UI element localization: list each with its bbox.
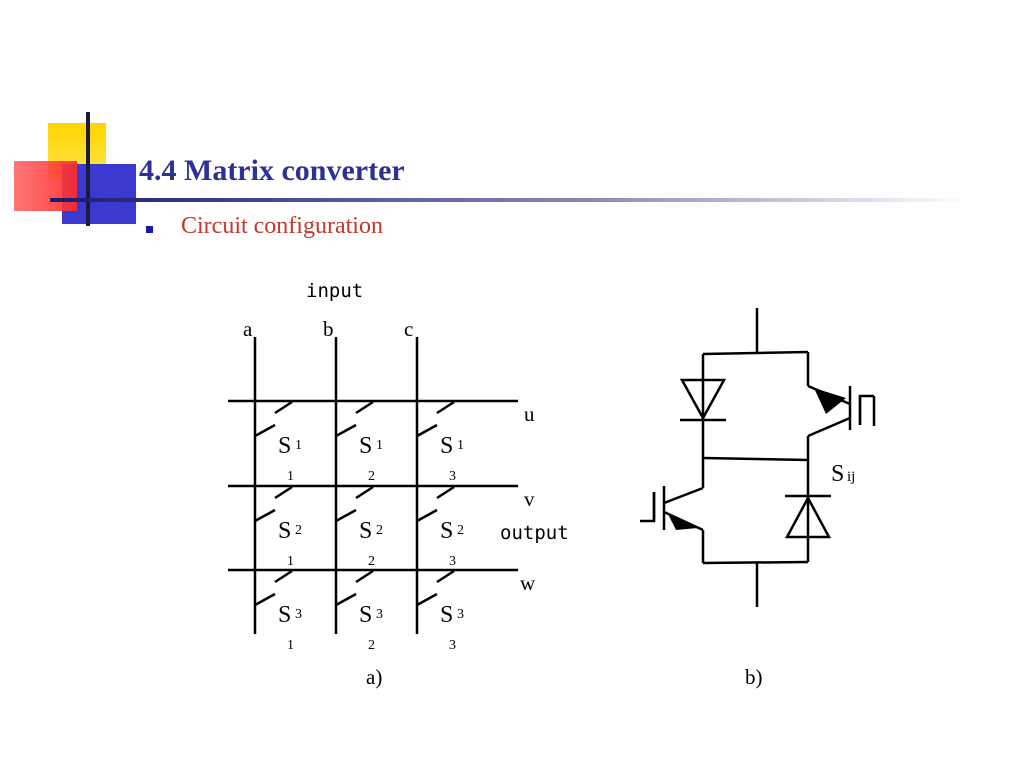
switch-row-index: 1 <box>295 438 302 453</box>
deco-vertical-bar <box>86 112 90 226</box>
switch-row-index: 3 <box>376 607 383 622</box>
bullet-text: Circuit configuration <box>181 213 383 239</box>
switch-col-index: 2 <box>368 469 375 484</box>
switch-label: S <box>359 602 372 628</box>
output-label-v: v <box>524 487 535 511</box>
switch-row-index: 2 <box>376 523 383 538</box>
switch-col-index: 3 <box>449 638 456 653</box>
switch-col-index: 2 <box>368 638 375 653</box>
input-label-a: a <box>243 317 253 341</box>
switch-col-index: 1 <box>287 554 294 569</box>
igbt-lower-arrow <box>668 514 698 530</box>
switch-contact <box>436 400 455 415</box>
switch-contact <box>355 400 374 415</box>
bullet-marker <box>146 226 153 233</box>
input-label-b: b <box>323 317 334 341</box>
caption-a: a) <box>366 665 382 689</box>
switch-col-index: 1 <box>287 469 294 484</box>
output-label: output <box>500 522 569 544</box>
switch-row-index: 3 <box>295 607 302 622</box>
switch-label: S <box>278 518 291 544</box>
igbt-upper-right <box>807 384 876 438</box>
switch-col-index: 2 <box>368 554 375 569</box>
switch-label: S <box>440 602 453 628</box>
switch-row-index: 1 <box>457 438 464 453</box>
switch-label: S <box>440 433 453 459</box>
switch-row-index: 2 <box>295 523 302 538</box>
switch-contact <box>274 485 293 500</box>
caption-b: b) <box>745 665 763 689</box>
switch-label: S <box>359 433 372 459</box>
bidirectional-switch <box>701 308 810 607</box>
matrix-diagram <box>228 337 518 634</box>
diode-upper-left <box>679 378 727 422</box>
diode-lower-right <box>784 494 832 539</box>
switch-contact <box>274 569 293 584</box>
switch-label-ij: ij <box>847 469 855 485</box>
deco-horizontal-rule <box>50 198 970 202</box>
switch-contact <box>436 569 455 584</box>
switch-col-index: 3 <box>449 469 456 484</box>
output-label-w: w <box>520 571 536 595</box>
switch-label-s: S <box>831 461 844 487</box>
switch-contact <box>436 485 455 500</box>
deco-red-square <box>14 161 77 211</box>
igbt-lower-left <box>640 486 704 532</box>
output-label-u: u <box>524 402 535 426</box>
switch-label: S <box>278 602 291 628</box>
input-label: input <box>306 280 363 302</box>
switch-row-index: 3 <box>457 607 464 622</box>
switch-label: S <box>359 518 372 544</box>
slide-title: 4.4 Matrix converter <box>139 154 405 187</box>
switch-row-index: 1 <box>376 438 383 453</box>
igbt-upper-arrow <box>814 388 846 414</box>
switch-label: S <box>440 518 453 544</box>
switch-contact <box>355 485 374 500</box>
switch-row-index: 2 <box>457 523 464 538</box>
input-label-c: c <box>404 317 413 341</box>
switch-label: S <box>278 433 291 459</box>
switch-contact <box>355 569 374 584</box>
switch-contact <box>274 400 293 415</box>
switch-col-index: 1 <box>287 638 294 653</box>
switch-col-index: 3 <box>449 554 456 569</box>
